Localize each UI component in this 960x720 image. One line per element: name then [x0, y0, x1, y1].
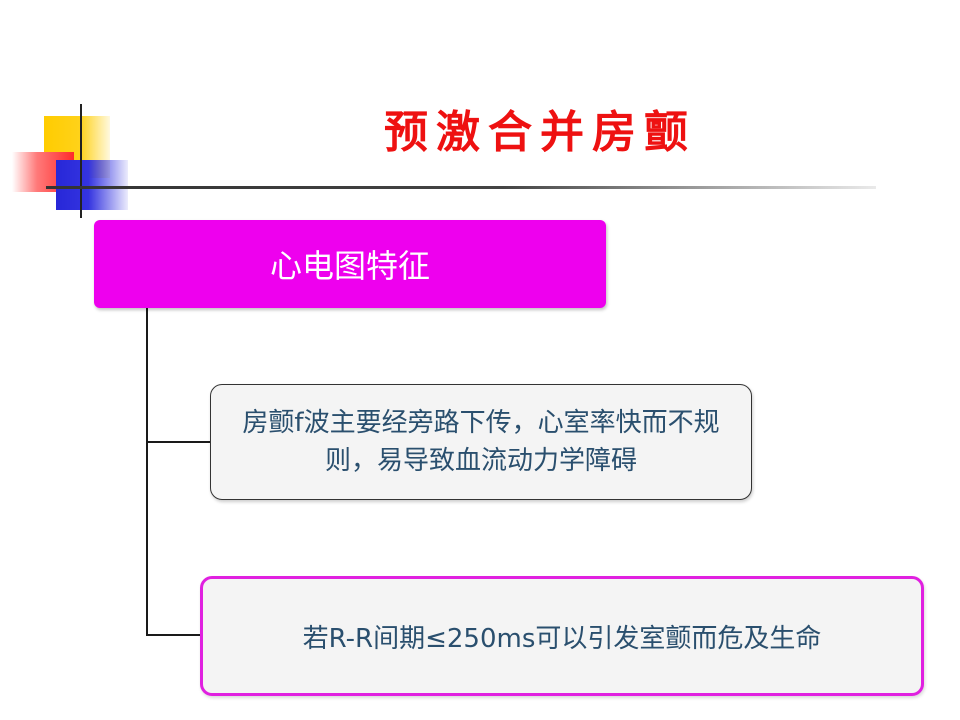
slide-title: 预激合并房颤 [384, 107, 696, 158]
header-label: 心电图特征 [269, 247, 430, 285]
decorative-vertical-line [80, 104, 82, 218]
title-underline [46, 186, 876, 189]
point-box-1: 房颤f波主要经旁路下传，心室率快而不规则，易导致血流动力学障碍 [210, 384, 752, 500]
point-box-2: 若R-R间期≤250ms可以引发室颤而危及生命 [200, 576, 924, 696]
tree-connector-vertical [146, 308, 148, 636]
point-2-text: 若R-R间期≤250ms可以引发室颤而危及生命 [302, 623, 822, 654]
decorative-blue-square [56, 160, 128, 210]
header-box: 心电图特征 [94, 220, 606, 308]
point-1-text: 房颤f波主要经旁路下传，心室率快而不规则，易导致血流动力学障碍 [242, 408, 720, 476]
tree-connector-branch-1 [146, 441, 212, 443]
tree-connector-branch-2 [146, 634, 202, 636]
